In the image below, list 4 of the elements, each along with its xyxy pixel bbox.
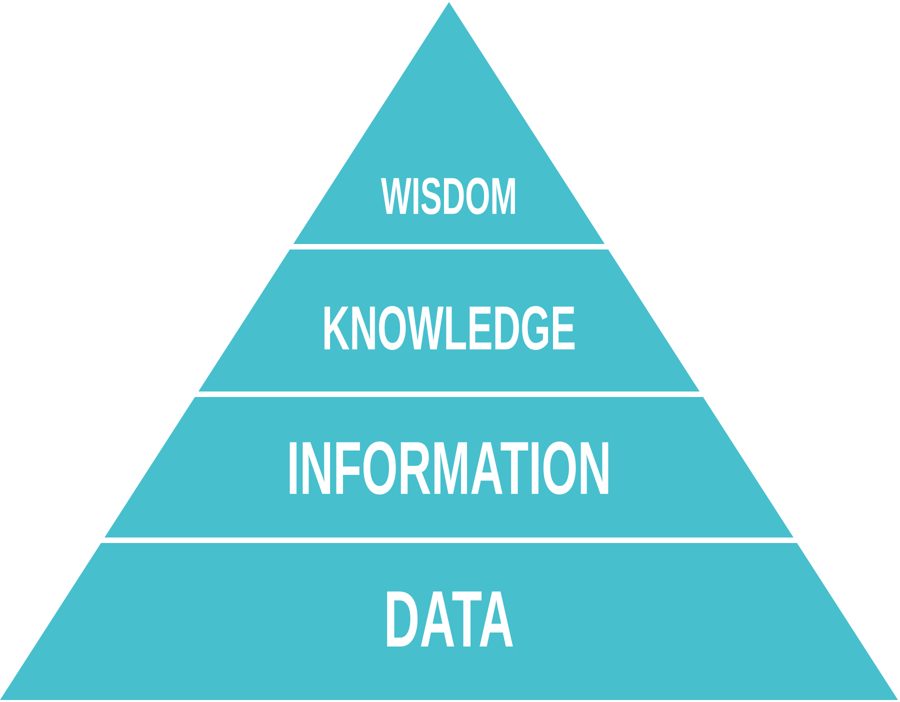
- pyramid-tier: KNOWLEDGE: [198, 250, 700, 392]
- pyramid-tier: WISDOM: [293, 2, 605, 244]
- pyramid-tier: DATA: [0, 543, 898, 700]
- pyramid-tier: INFORMATION: [104, 397, 794, 538]
